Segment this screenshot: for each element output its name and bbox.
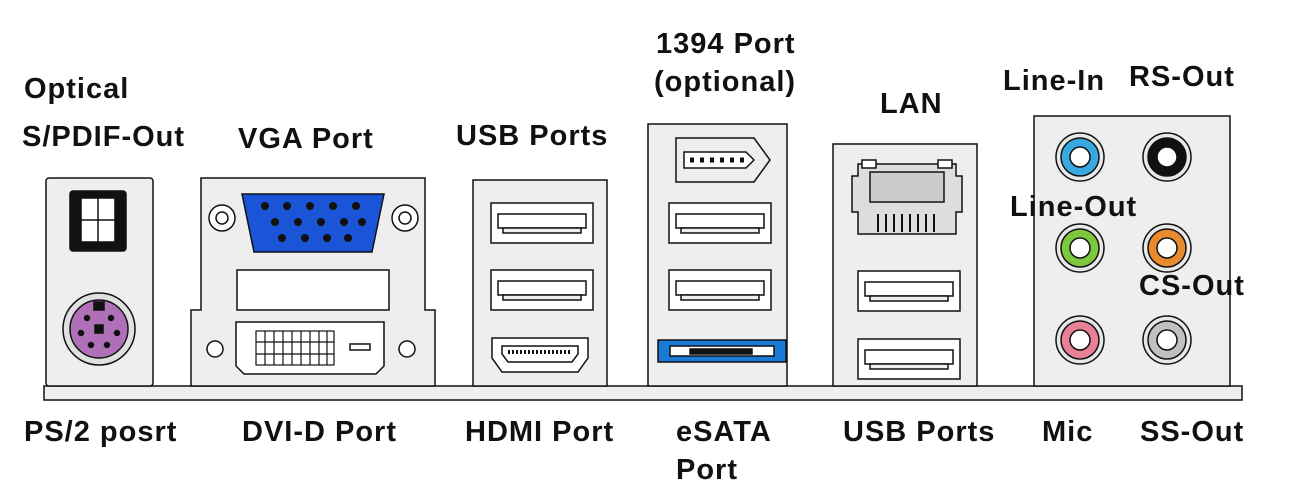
line-in-label: Line-In: [1003, 65, 1106, 97]
io-shield-strip: [43, 385, 1243, 401]
audio-jack-icon: [1142, 223, 1192, 273]
spdif-out-label: S/PDIF-Out: [22, 121, 186, 153]
esata-port-label: Port: [676, 454, 738, 486]
hdmi-port-label: HDMI Port: [465, 416, 615, 448]
usb-ports-top-label: USB Ports: [456, 120, 609, 152]
usb-port-icon: [668, 202, 772, 244]
audio-jack-icon: [1055, 223, 1105, 273]
line-out-label: Line-Out: [1010, 191, 1138, 223]
usb-port-icon: [857, 270, 961, 312]
rj45-lan-icon: [851, 159, 963, 235]
ps2-port-label: PS/2 posrt: [24, 416, 178, 448]
usb-port-icon: [490, 269, 594, 311]
dvi-port-icon: [206, 321, 416, 375]
optical-toslink-icon: [69, 190, 127, 252]
optical-label: Optical: [24, 73, 130, 105]
ps2-port-icon: [62, 292, 136, 366]
usb-ports-bottom-label: USB Ports: [843, 416, 996, 448]
firewire-usb-esata-block: [647, 123, 788, 387]
mic-label: Mic: [1042, 416, 1094, 448]
audio-jack-icon: [1055, 315, 1105, 365]
usb-hdmi-block: [472, 179, 608, 387]
esata-port-icon: [657, 339, 787, 363]
usb-port-icon: [857, 338, 961, 380]
cs-out-label: CS-Out: [1139, 270, 1245, 302]
usb-port-icon: [668, 269, 772, 311]
vga-port-label: VGA Port: [238, 123, 374, 155]
optical-ps2-block: [45, 177, 154, 387]
vga-dvi-block: [190, 177, 436, 387]
firewire-optional-label: (optional): [654, 66, 797, 98]
audio-jack-icon: [1142, 315, 1192, 365]
firewire-port-icon: [675, 137, 771, 183]
rs-out-label: RS-Out: [1129, 61, 1235, 93]
lan-usb-block: [832, 143, 978, 387]
audio-jack-block: [1033, 115, 1231, 387]
lan-label: LAN: [880, 88, 943, 120]
esata-label: eSATA: [676, 416, 772, 448]
audio-jack-icon: [1055, 132, 1105, 182]
usb-port-icon: [490, 202, 594, 244]
dvi-port-label: DVI-D Port: [242, 416, 397, 448]
firewire-port-label: 1394 Port: [656, 28, 796, 60]
ss-out-label: SS-Out: [1140, 416, 1245, 448]
audio-jack-icon: [1142, 132, 1192, 182]
hdmi-port-icon: [491, 337, 589, 373]
vga-port-icon: [208, 193, 419, 253]
